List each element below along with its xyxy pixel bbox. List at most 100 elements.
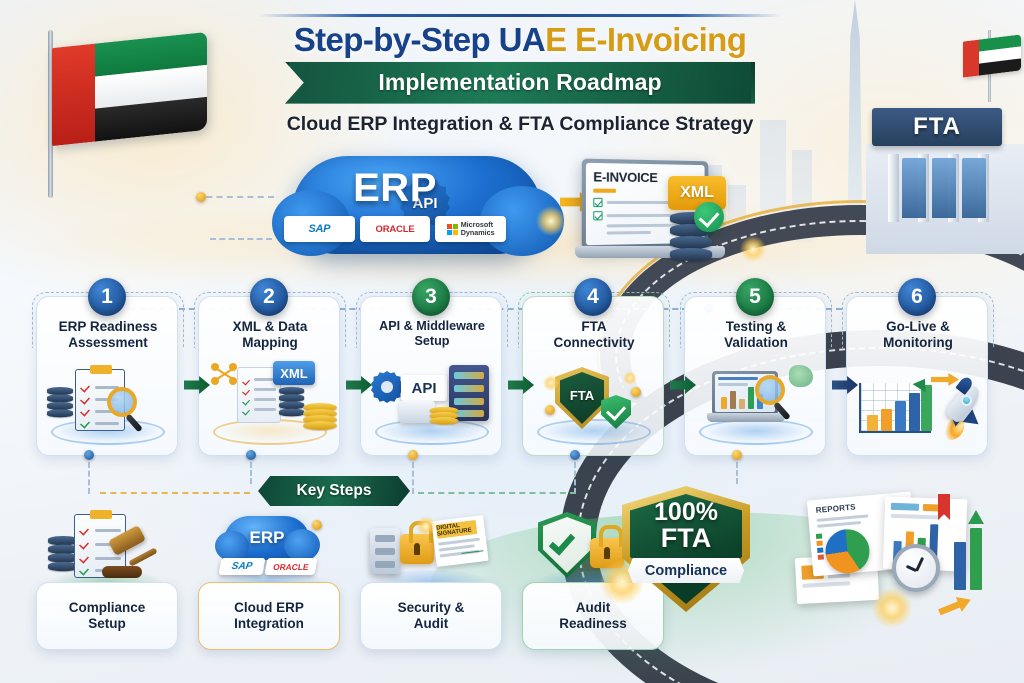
subtitle-ribbon: Implementation Roadmap bbox=[285, 61, 755, 104]
building-silhouette bbox=[760, 120, 786, 240]
check-icon bbox=[593, 211, 603, 221]
audit-shield-icon bbox=[538, 512, 596, 578]
title-part-3: E E-Invoicing bbox=[545, 21, 747, 58]
step-label-6: Go-Live & Monitoring bbox=[883, 319, 953, 350]
bar-chart-bar bbox=[970, 528, 982, 590]
server-icon bbox=[370, 528, 400, 574]
step-card-6[interactable]: 6 Go-Live & Monitoring bbox=[842, 278, 994, 456]
title-part-1: Step-by-Step bbox=[293, 21, 499, 58]
database-stack-icon bbox=[48, 536, 79, 572]
uae-flag-large bbox=[14, 18, 224, 198]
check-icon bbox=[593, 197, 603, 208]
mapping-nodes-icon bbox=[211, 363, 237, 385]
sparkle bbox=[416, 516, 436, 536]
step-card-5[interactable]: 5 Testing & Validation bbox=[680, 278, 832, 456]
step-badge-6: 6 bbox=[898, 278, 936, 316]
building-silhouette bbox=[728, 185, 746, 243]
sparkle bbox=[740, 236, 766, 262]
badge-ribbon-label: Compliance bbox=[644, 562, 728, 579]
network-node bbox=[545, 405, 555, 415]
drop-node bbox=[570, 450, 580, 460]
gavel-handle-icon bbox=[128, 547, 158, 567]
integration-node bbox=[312, 520, 322, 530]
step-badge-3: 3 bbox=[412, 278, 450, 316]
hero-connector bbox=[210, 238, 272, 240]
uae-flag-icon bbox=[52, 31, 207, 147]
header-rule bbox=[258, 14, 782, 17]
step-card-1[interactable]: 1 ERP Readiness Assessment bbox=[32, 278, 184, 456]
database-stack-icon bbox=[47, 387, 74, 418]
step-art-3: API bbox=[369, 357, 495, 449]
step-card-3[interactable]: 3 API & Middleware Setup API bbox=[356, 278, 508, 456]
vendor-logo-oracle: ORACLE bbox=[359, 216, 431, 242]
ribbon-label: Implementation Roadmap bbox=[378, 69, 662, 96]
sparkle bbox=[872, 588, 912, 628]
drop-node bbox=[246, 450, 256, 460]
fta-building: FTA bbox=[866, 96, 1024, 254]
key-step-card-1[interactable]: Compliance Setup bbox=[36, 582, 178, 650]
step-card-4[interactable]: 4 FTA Connectivity FTA bbox=[518, 278, 670, 456]
key-rail bbox=[418, 492, 576, 494]
key-steps-banner-label: Key Steps bbox=[296, 482, 372, 499]
art-podium bbox=[375, 419, 489, 445]
key-step-label-2: Cloud ERP Integration bbox=[234, 599, 304, 631]
step-label-2: XML & Data Mapping bbox=[232, 319, 308, 350]
step-badge-5: 5 bbox=[736, 278, 774, 316]
vendor-logo-sap: SAP bbox=[284, 216, 355, 242]
network-node bbox=[631, 387, 641, 397]
magnifier-icon bbox=[755, 375, 785, 405]
growth-chart-icon bbox=[859, 383, 932, 433]
xml-tag-step2: XML bbox=[273, 361, 315, 385]
vendor-logo-microsoft-dynamics: Microsoft Dynamics bbox=[435, 216, 507, 242]
vendor-logo-row: SAP ORACLE Microsoft Dynamics bbox=[284, 216, 507, 242]
uae-flag-small-icon bbox=[963, 34, 1021, 78]
coins-icon bbox=[429, 406, 459, 427]
badge-ribbon: Compliance bbox=[628, 558, 744, 583]
key-step-label-3: Security & Audit bbox=[397, 599, 465, 631]
key-steps-banner: Key Steps bbox=[258, 476, 410, 506]
report-title: REPORTS bbox=[815, 502, 857, 515]
microsoft-squares-icon bbox=[446, 223, 458, 235]
coins-icon bbox=[303, 403, 337, 430]
drop-node bbox=[732, 450, 742, 460]
hero-connector bbox=[196, 196, 274, 198]
cloud-icon bbox=[215, 516, 320, 561]
badge-percent: 100% bbox=[654, 498, 718, 526]
key-steps-row: Compliance Setup ERP SAP ORACLE Cloud ER… bbox=[18, 500, 664, 650]
erp-cloud-label: ERP bbox=[353, 166, 437, 210]
key-art-cloud-erp: ERP SAP ORACLE bbox=[198, 502, 340, 596]
step-label-1: ERP Readiness Assessment bbox=[58, 319, 158, 350]
clock-icon bbox=[892, 544, 940, 592]
sparkle bbox=[623, 371, 637, 385]
signature-tag: DIGITAL SIGNATURE bbox=[435, 519, 478, 539]
title-part-2: UA bbox=[498, 21, 546, 58]
drop-connector bbox=[88, 462, 90, 494]
sparkle bbox=[543, 375, 559, 391]
step-badge-4: 4 bbox=[574, 278, 612, 316]
connector-node bbox=[196, 192, 206, 202]
key-step-card-3[interactable]: Security & Audit bbox=[360, 582, 502, 650]
growth-arrow-icon bbox=[968, 510, 984, 524]
key-step-label-4: Audit Readiness bbox=[559, 599, 627, 631]
header: Step-by-Step UAE E-Invoicing Implementat… bbox=[250, 14, 790, 136]
step-art-5 bbox=[693, 357, 819, 449]
step-card-2[interactable]: 2 XML & Data Mapping bbox=[194, 278, 346, 456]
step-arrow-4-5-icon bbox=[670, 376, 696, 394]
step-arrow-3-4-icon bbox=[508, 376, 534, 394]
gold-arrow-icon bbox=[936, 592, 974, 620]
step-label-3: API & Middleware Setup bbox=[379, 319, 485, 348]
step-label-4: FTA Connectivity bbox=[553, 319, 635, 350]
key-step-label-1: Compliance Setup bbox=[68, 599, 146, 631]
badge-abbr: FTA bbox=[660, 523, 712, 553]
erp-cloud-group: ERP SAP ORACLE Microsoft Dynamics bbox=[270, 148, 570, 278]
gavel-base-icon bbox=[102, 566, 142, 578]
database-stack-icon bbox=[279, 387, 305, 417]
globe-leaf-decor bbox=[789, 365, 813, 387]
key-step-card-2[interactable]: Cloud ERP Integration bbox=[198, 582, 340, 650]
drop-connector bbox=[574, 462, 576, 494]
xml-tag-hero: XML bbox=[668, 176, 726, 210]
flag-pole bbox=[48, 30, 53, 198]
rocket-icon bbox=[939, 375, 987, 444]
drop-connector bbox=[736, 462, 738, 484]
digital-signature-doc-icon: DIGITAL SIGNATURE bbox=[431, 515, 489, 567]
